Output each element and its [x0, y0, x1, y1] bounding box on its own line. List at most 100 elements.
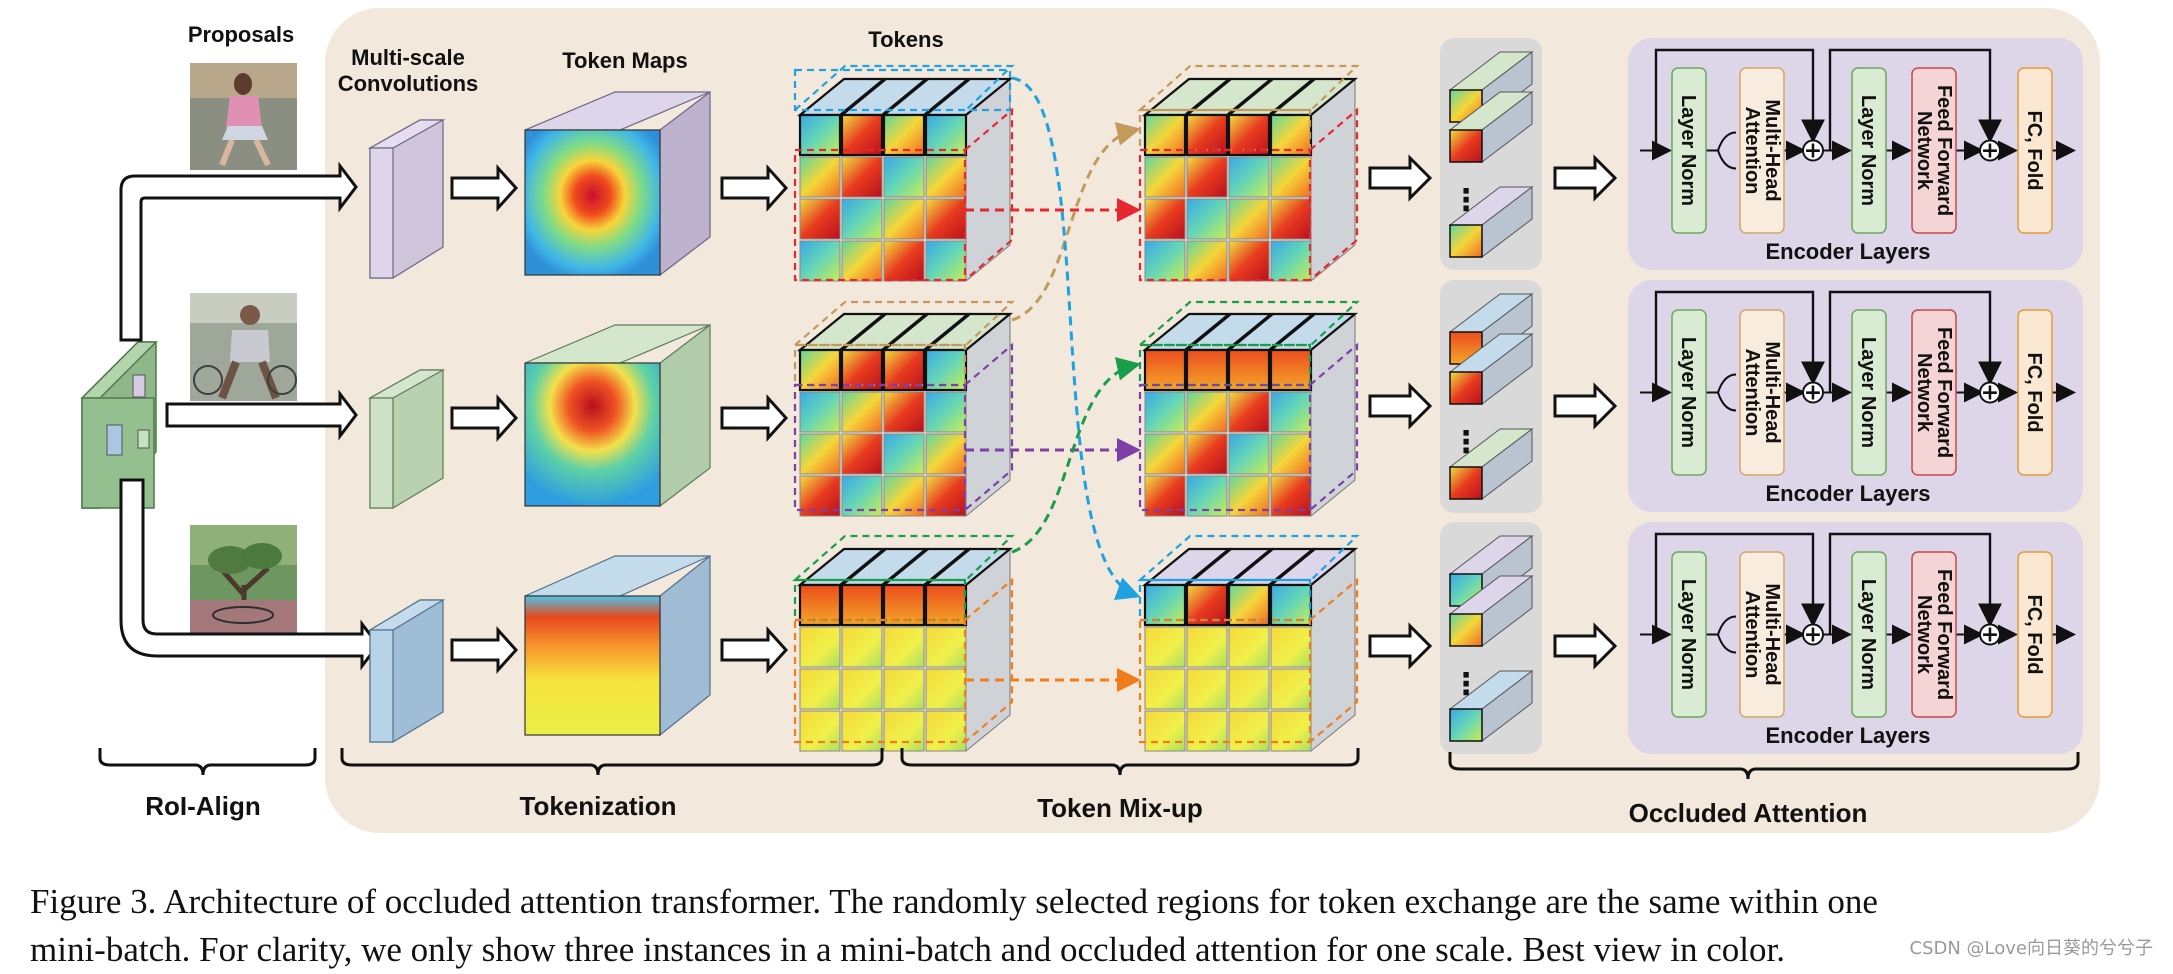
layer-norm-1-label: Layer Norm [1677, 337, 1699, 448]
token-tile [1270, 710, 1312, 752]
multi-head-attention [1739, 309, 1785, 476]
token-tile [882, 583, 926, 627]
layer-norm-2-label: Layer Norm [1857, 337, 1879, 448]
token-tile [925, 710, 967, 752]
token-tile [1270, 156, 1312, 198]
add-symbol: + [1804, 139, 1822, 164]
token-tile [1144, 391, 1186, 433]
token-tile [840, 113, 884, 157]
token-cube-3 [796, 547, 1014, 753]
token-tile [1270, 626, 1312, 668]
label-token-maps: Token Maps [562, 48, 688, 73]
token-tile [1228, 240, 1270, 282]
token-tile [1186, 433, 1228, 475]
token-tile [1228, 198, 1270, 240]
token-tile [1227, 583, 1271, 627]
token-tile [882, 348, 926, 392]
stack-ellipsis: ⋮ [1451, 425, 1481, 460]
token-tile [883, 156, 925, 198]
token-tile [798, 583, 842, 627]
token-map-1 [524, 90, 711, 277]
layer-norm-2 [1851, 551, 1887, 718]
proposal-image-3 [190, 525, 297, 633]
token-tile [1186, 710, 1228, 752]
encoder-layers-title: Encoder Layers [1765, 239, 1930, 264]
add-symbol: + [1981, 623, 1999, 648]
proposal-image-2 [190, 293, 297, 401]
token-tile [799, 198, 841, 240]
token-tile [841, 156, 883, 198]
token-tile [841, 391, 883, 433]
layer-norm-2 [1851, 309, 1887, 476]
caption-line-1: Figure 3. Architecture of occluded atten… [30, 882, 1878, 921]
add-circle-1 [1802, 623, 1824, 646]
add-circle-2 [1979, 623, 2001, 646]
token-tile [1186, 391, 1228, 433]
token-tile [798, 113, 842, 157]
label-multiscale-2: Convolutions [338, 71, 479, 96]
token-tile [1185, 113, 1229, 157]
residual-1 [1654, 532, 1825, 635]
token-tile [924, 583, 968, 627]
residual-1 [1654, 290, 1825, 393]
token-tile [883, 198, 925, 240]
token-cube-2 [796, 312, 1014, 518]
token-tile [799, 240, 841, 282]
stack-ellipsis: ⋮ [1451, 667, 1481, 702]
fc-fold [2017, 309, 2053, 476]
token-tile [924, 113, 968, 157]
caption-line-2: mini-batch. For clarity, we only show th… [30, 930, 1786, 969]
layer-norm-1 [1671, 309, 1707, 476]
add-circle-1 [1802, 139, 1824, 162]
add-circle-2 [1979, 381, 2001, 404]
token-tile [841, 626, 883, 668]
token-tile [1143, 583, 1187, 627]
token-tile [1228, 668, 1270, 710]
layer-norm-1 [1671, 67, 1707, 234]
layer-norm-2-label: Layer Norm [1857, 95, 1879, 206]
token-tile [841, 240, 883, 282]
token-tile [1228, 391, 1270, 433]
layer-norm-2 [1851, 67, 1887, 234]
token-tile [883, 240, 925, 282]
label-multiscale-1: Multi-scale [351, 45, 465, 70]
token-tile [1143, 348, 1187, 392]
token-tile [1228, 156, 1270, 198]
token-tile [799, 156, 841, 198]
token-cube-5 [1141, 312, 1359, 518]
token-tile [925, 433, 967, 475]
token-tile [1144, 156, 1186, 198]
token-tile [799, 626, 841, 668]
stack-token [1449, 224, 1483, 258]
token-cube-6 [1141, 547, 1359, 753]
encoder-split [1706, 373, 1737, 412]
multi-head-attention [1739, 551, 1785, 718]
token-tile [925, 626, 967, 668]
token-tile [798, 348, 842, 392]
token-tile [1270, 433, 1312, 475]
proposal-image-1 [190, 63, 297, 170]
token-tile [925, 668, 967, 710]
stack-token [1449, 708, 1483, 742]
token-tile [883, 433, 925, 475]
figure-caption: Figure 3. Architecture of occluded atten… [30, 878, 2160, 974]
token-stack-3: ⋮ [1448, 534, 1534, 743]
token-tile [925, 156, 967, 198]
token-tile [1228, 433, 1270, 475]
braces [98, 748, 2080, 780]
token-cube-1 [796, 77, 1014, 283]
feed-forward-network-label: Feed ForwardNetwork [1913, 85, 1955, 216]
token-tile [882, 113, 926, 157]
token-tile [1186, 156, 1228, 198]
token-tile [799, 668, 841, 710]
encoder-layers-title: Encoder Layers [1765, 481, 1930, 506]
token-tile [883, 626, 925, 668]
token-stacks: ⋮⋮⋮ [1440, 38, 1542, 754]
fc-fold [2017, 551, 2053, 718]
token-tile [925, 240, 967, 282]
token-tile [1185, 348, 1229, 392]
add-symbol: + [1981, 381, 1999, 406]
add-symbol: + [1804, 623, 1822, 648]
